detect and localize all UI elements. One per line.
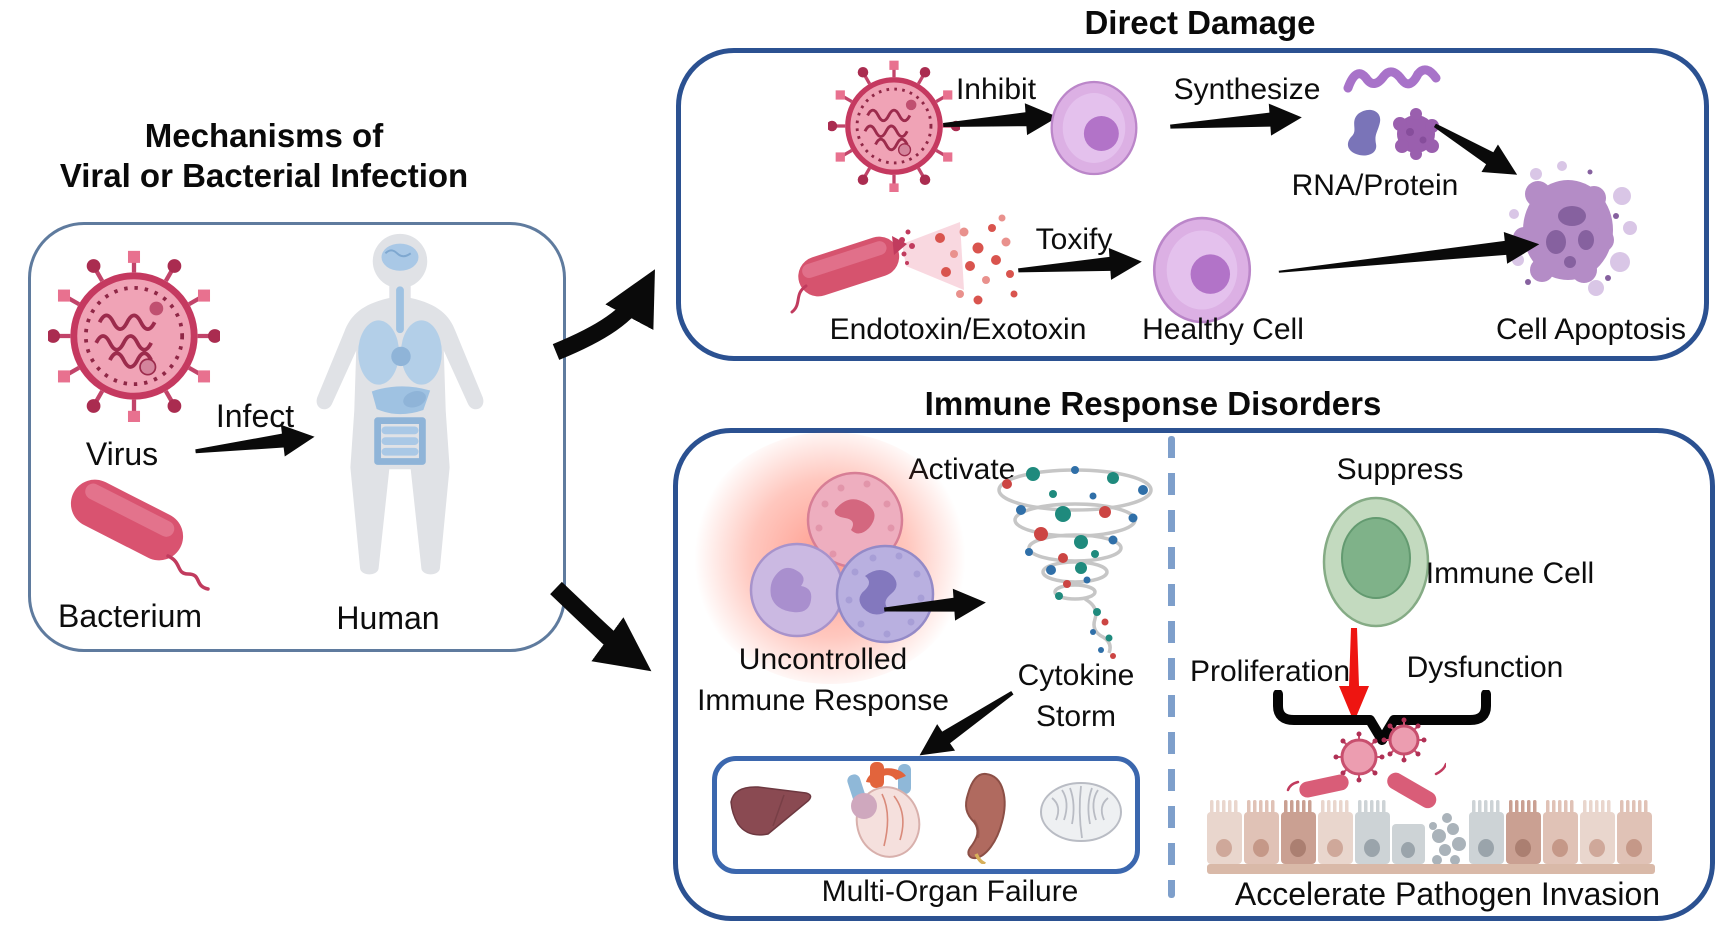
cell-to-apoptosis-arrow-icon xyxy=(1278,231,1540,273)
bacterium-label: Bacterium xyxy=(57,598,203,634)
pathogens-icon xyxy=(1286,717,1446,809)
synthesize-arrow-icon xyxy=(1170,103,1302,136)
suppress-red-arrow-icon xyxy=(1339,628,1369,722)
uncontrolled-line2: Immune Response xyxy=(697,683,949,717)
green-immune-cell-icon xyxy=(1322,496,1430,628)
storm-to-organs-arrow-icon xyxy=(919,691,1014,756)
cell-apoptosis-label: Cell Apoptosis xyxy=(1495,313,1687,346)
endotoxin-exotoxin-label: Endotoxin/Exotoxin xyxy=(829,313,1087,346)
inhibit-arrow-icon xyxy=(943,103,1058,136)
immune-disorders-panel xyxy=(673,428,1715,921)
left-title-line2: Viral or Bacterial Infection xyxy=(59,157,469,195)
left-panel xyxy=(28,222,566,652)
cytokine-storm-label: Cytokine Storm xyxy=(980,656,1172,737)
accelerate-pathogen-invasion-label: Accelerate Pathogen Invasion xyxy=(1234,876,1661,912)
rna-protein-label: RNA/Protein xyxy=(1291,169,1459,202)
toxify-arrow-icon xyxy=(1018,247,1142,280)
brain-icon xyxy=(1040,782,1122,842)
infect-label: Infect xyxy=(215,398,295,434)
protein-to-apoptosis-arrow-icon xyxy=(1433,123,1518,175)
uncontrolled-immune-response-label: Uncontrolled Immune Response xyxy=(648,640,998,721)
virus-label: Virus xyxy=(85,436,159,472)
cells-to-storm-arrow-icon xyxy=(883,588,986,621)
kidney-icon xyxy=(965,772,1006,864)
infect-arrow-icon xyxy=(195,424,315,457)
protein-icon xyxy=(1347,108,1439,160)
organs-box xyxy=(712,756,1140,874)
panel-divider xyxy=(1168,436,1175,898)
virus-icon xyxy=(48,250,220,422)
healthy-cell-icon xyxy=(1152,216,1252,324)
cytokine-storm-icon xyxy=(997,466,1153,659)
apoptotic-cell-icon xyxy=(1507,161,1637,296)
left-section-title: Mechanisms of Viral or Bacterial Infecti… xyxy=(39,116,489,197)
direct-damage-panel xyxy=(676,48,1709,361)
healthy-cell-label: Healthy Cell xyxy=(1142,313,1304,346)
left-title-line1: Mechanisms of xyxy=(144,117,384,154)
immune-disorders-title: Immune Response Disorders xyxy=(924,385,1382,422)
cytokine-line1: Cytokine xyxy=(1017,659,1135,692)
toxin-release-icon xyxy=(790,214,1018,314)
cytokine-line2: Storm xyxy=(1035,699,1116,733)
multi-organ-failure-label: Multi-Organ Failure xyxy=(821,875,1079,908)
epithelial-cells xyxy=(1207,800,1652,864)
direct-damage-title: Direct Damage xyxy=(1084,4,1316,41)
curved-arrow-to-immune-disorders xyxy=(550,581,652,672)
synthesize-label: Synthesize xyxy=(1173,73,1321,106)
human-label: Human xyxy=(336,600,440,636)
inhibit-label: Inhibit xyxy=(955,73,1037,106)
uncontrolled-line1: Uncontrolled xyxy=(738,643,908,676)
immune-cell-trio-icon xyxy=(749,471,935,644)
dysfunction-label: Dysfunction xyxy=(1406,651,1564,684)
heart-icon xyxy=(847,762,921,858)
bacterium-icon xyxy=(70,479,210,591)
virus-icon xyxy=(828,60,960,192)
proliferation-label: Proliferation xyxy=(1189,655,1351,688)
curved-arrow-to-direct-damage xyxy=(552,269,655,360)
immune-cell-label: Immune Cell xyxy=(1425,557,1595,590)
toxify-label: Toxify xyxy=(1035,223,1113,256)
liver-icon xyxy=(730,786,812,836)
rna-icon xyxy=(1343,65,1441,93)
suppress-label: Suppress xyxy=(1336,453,1464,486)
human-body-icon xyxy=(316,233,484,575)
cell-debris xyxy=(1429,813,1466,865)
infected-cell-icon xyxy=(1050,80,1138,176)
epithelium-icon xyxy=(1207,800,1655,874)
